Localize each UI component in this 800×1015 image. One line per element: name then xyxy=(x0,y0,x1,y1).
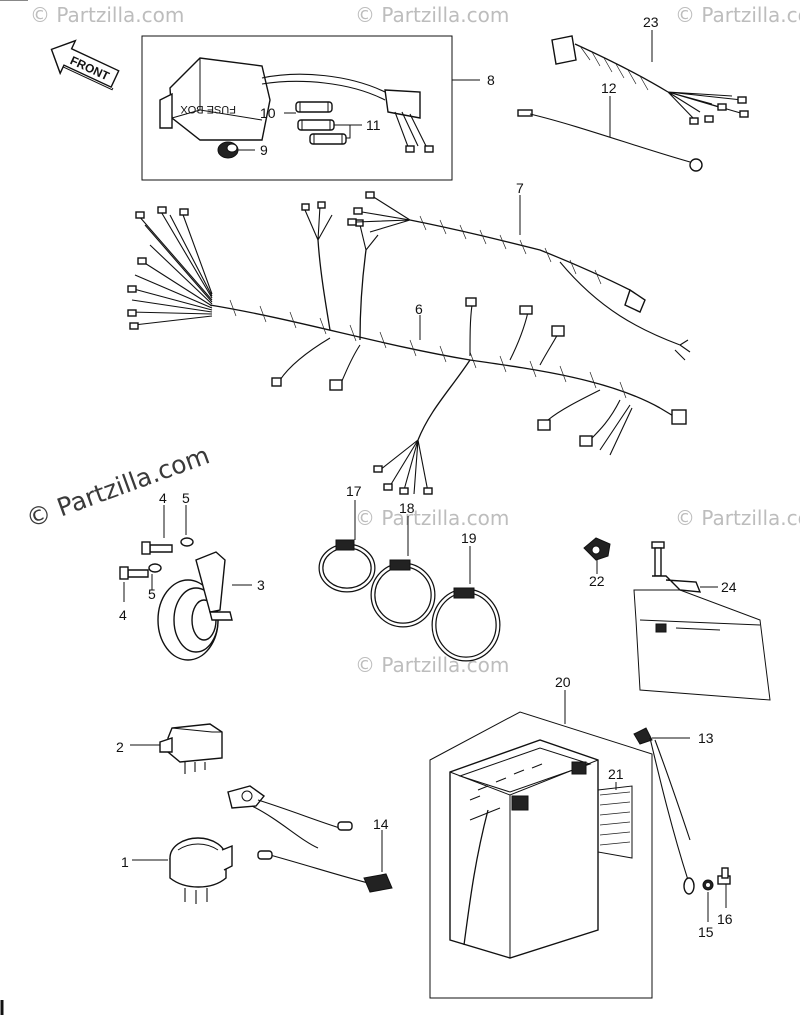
callout-20: 20 xyxy=(555,674,571,690)
callout-8: 8 xyxy=(487,72,495,88)
watermark-top-left: © Partzilla.com xyxy=(30,3,184,27)
battery-group-frame xyxy=(429,711,653,999)
fuse-box-assembly: FUSE BOX xyxy=(141,35,453,181)
battery xyxy=(449,739,599,959)
callout-6: 6 xyxy=(415,301,423,317)
callout-19: 19 xyxy=(461,530,477,546)
callout-18: 18 xyxy=(399,500,415,516)
lead-14 xyxy=(227,785,393,893)
grommet xyxy=(217,141,239,159)
clamp-22 xyxy=(583,537,611,561)
watermark-mid-center: © Partzilla.com xyxy=(355,506,509,530)
callout-23: 23 xyxy=(643,14,659,30)
callout-13: 13 xyxy=(698,730,714,746)
watermark-top-right: © Partzilla.com xyxy=(675,3,800,27)
band-19 xyxy=(431,587,501,662)
fuse xyxy=(297,119,347,145)
watermark-mid-right: © Partzilla.com xyxy=(675,506,800,530)
fuse-box-label: FUSE BOX xyxy=(180,103,236,115)
callout-3: 3 xyxy=(257,577,265,593)
callout-17: 17 xyxy=(346,483,362,499)
callout-24: 24 xyxy=(721,579,737,595)
sub-harness-23 xyxy=(551,35,749,125)
band-17 xyxy=(318,539,376,593)
callout-21: 21 xyxy=(608,766,624,782)
battery-bolt-16 xyxy=(717,867,731,885)
fuse-spare xyxy=(295,101,333,113)
clamp-24 xyxy=(633,541,771,701)
callout-22: 22 xyxy=(589,573,605,589)
callout-16: 16 xyxy=(717,911,733,927)
callout-2: 2 xyxy=(116,739,124,755)
relay-2 xyxy=(159,723,223,774)
horn-bolt-lower xyxy=(119,563,162,580)
callout-5-upper: 5 xyxy=(182,490,190,506)
battery-nut-15 xyxy=(702,879,714,891)
ground-lead-12 xyxy=(517,109,703,172)
battery-label-21 xyxy=(597,785,633,859)
horn-3 xyxy=(157,551,233,661)
callout-10: 10 xyxy=(260,105,276,121)
callout-9: 9 xyxy=(260,142,268,158)
horn-bolt-upper xyxy=(141,537,194,555)
band-18 xyxy=(370,559,436,628)
callout-4-lower: 4 xyxy=(119,607,127,623)
battery-cable-13 xyxy=(633,727,695,895)
callout-4-upper: 4 xyxy=(159,490,167,506)
callout-15: 15 xyxy=(698,924,714,940)
callout-7: 7 xyxy=(516,180,524,196)
callout-1: 1 xyxy=(121,854,129,870)
watermark-lower-center: © Partzilla.com xyxy=(355,653,509,677)
callout-11: 11 xyxy=(366,117,381,133)
main-harness-6 xyxy=(127,201,687,495)
relay-1 xyxy=(169,837,233,904)
callout-5-lower: 5 xyxy=(148,586,156,602)
watermark-top-center: © Partzilla.com xyxy=(355,3,509,27)
callout-12: 12 xyxy=(601,80,617,96)
watermark-main: © Partzilla.com xyxy=(22,440,213,533)
callout-14: 14 xyxy=(373,816,389,832)
front-arrow-icon: FRONT xyxy=(50,39,120,91)
headlight-harness-7 xyxy=(347,191,691,361)
